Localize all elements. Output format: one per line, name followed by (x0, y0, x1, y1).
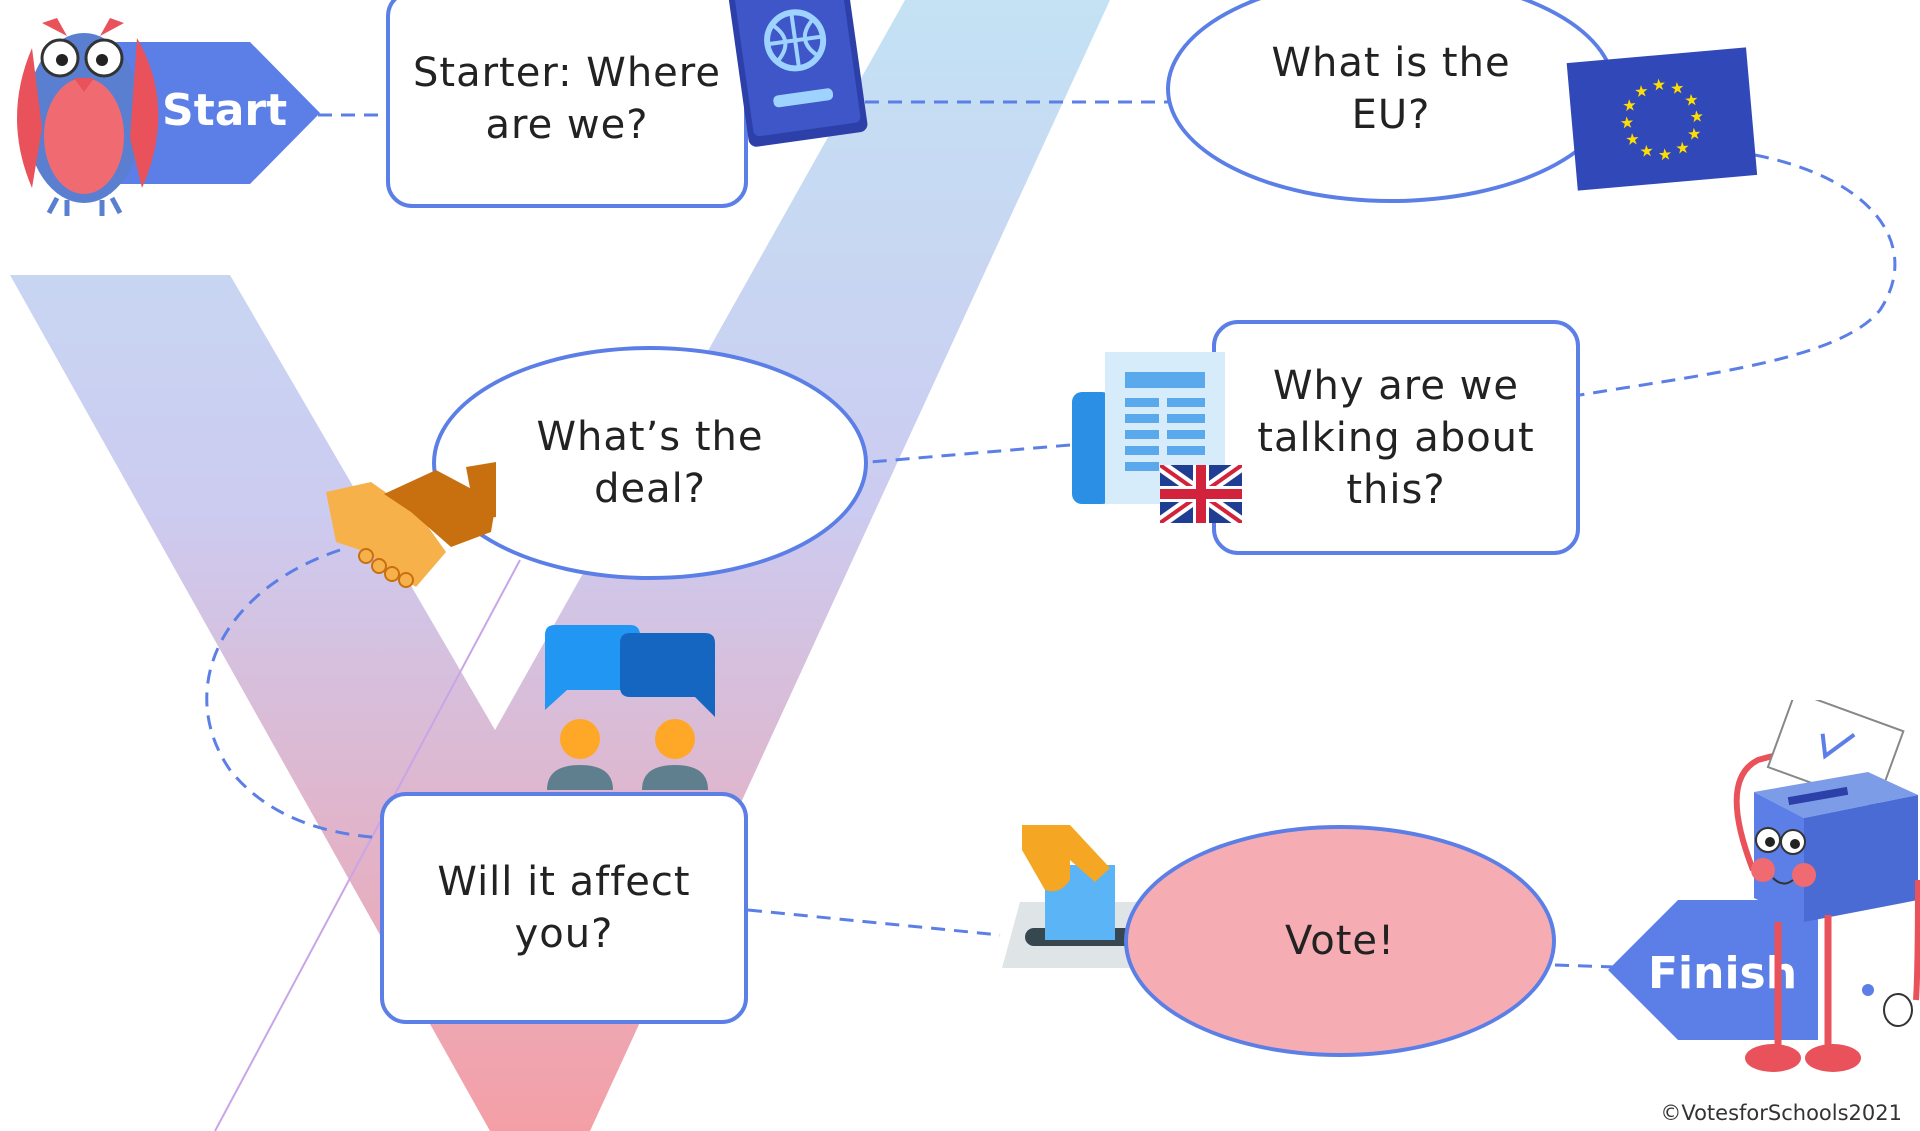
node-why-label: Why are we talking about this? (1257, 362, 1535, 513)
node-affect-label: Will it affect you? (437, 859, 691, 957)
node-deal-label: What’s the deal? (536, 414, 764, 512)
svg-text:★: ★ (1686, 124, 1702, 144)
node-starter: Starter: Where are we? (386, 0, 748, 208)
handshake-icon (326, 462, 496, 588)
node-vote: Vote! (1124, 825, 1556, 1057)
finish-label: Finish (1648, 948, 1798, 999)
svg-text:★: ★ (1689, 106, 1705, 126)
svg-text:★: ★ (1625, 129, 1641, 149)
v-logo-shape (10, 0, 1110, 1131)
copyright-notice: ©VotesforSchools2021 (1660, 1101, 1902, 1125)
node-vote-label: Vote! (1284, 918, 1396, 964)
finish-arrow-shape (1608, 900, 1818, 1040)
start-label: Start (162, 85, 288, 136)
node-starter-label: Starter: Where are we? (413, 50, 721, 148)
uk-flag-icon (1160, 465, 1242, 523)
svg-text:★: ★ (1669, 78, 1685, 98)
ballot-hand-icon (1002, 825, 1162, 968)
svg-text:★: ★ (1633, 81, 1649, 101)
svg-text:★: ★ (1619, 112, 1635, 132)
ballot-box-mascot-icon (1733, 700, 1920, 1072)
svg-text:★: ★ (1651, 75, 1667, 95)
svg-text:★: ★ (1657, 144, 1673, 164)
svg-text:★: ★ (1683, 90, 1699, 110)
passport-icon (728, 0, 868, 147)
node-what-is-eu-label: What is the EU? (1271, 40, 1511, 138)
svg-text:★: ★ (1639, 141, 1655, 161)
node-deal: What’s the deal? (432, 346, 868, 580)
node-affect: Will it affect you? (380, 792, 748, 1024)
owl-mascot-icon (17, 18, 159, 216)
node-what-is-eu: What is the EU? (1166, 0, 1616, 203)
eu-flag-icon: ★ ★ ★ ★ ★ ★ ★ ★ ★ ★ ★ ★ (1566, 47, 1758, 191)
thin-diagonal-line (214, 559, 521, 1131)
chat-people-icon (545, 625, 715, 790)
svg-text:★: ★ (1622, 95, 1638, 115)
node-why: Why are we talking about this? (1212, 320, 1580, 555)
svg-text:★: ★ (1675, 138, 1691, 158)
start-arrow-shape (110, 42, 320, 184)
dashed-path (205, 100, 1897, 969)
